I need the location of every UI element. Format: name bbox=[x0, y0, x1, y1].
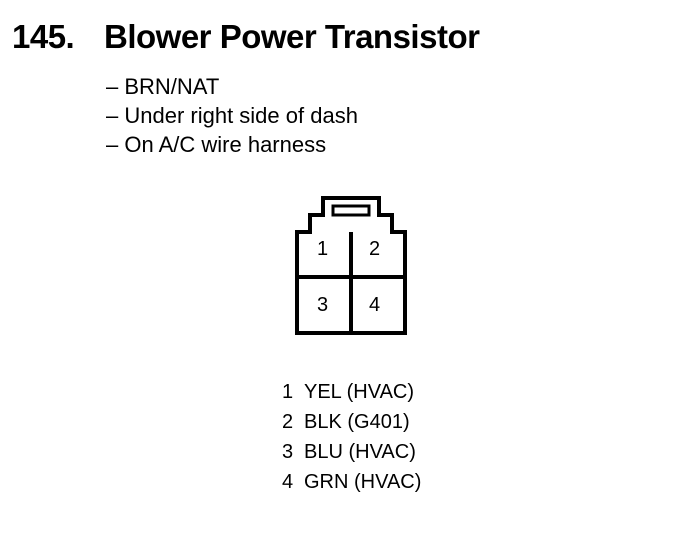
pinout-pin-number: 3 bbox=[282, 441, 294, 463]
pinout-row: 1 YEL (HVAC) bbox=[282, 377, 421, 407]
pinout-list: 1 YEL (HVAC) 2 BLK (G401) 3 BLU (HVAC) 4 GRN… bbox=[282, 377, 421, 497]
title-text: Blower Power Transistor bbox=[104, 18, 480, 55]
title-number: 145. bbox=[12, 18, 75, 55]
pin-label-1: 1 bbox=[317, 238, 328, 260]
pinout-pin-number: 2 bbox=[282, 411, 294, 433]
pinout-pin-number: 4 bbox=[282, 471, 294, 493]
pin-label-2: 2 bbox=[369, 238, 380, 260]
detail-location: – Under right side of dash bbox=[106, 103, 358, 128]
connector-housing bbox=[295, 196, 407, 335]
pin-label-3: 3 bbox=[317, 294, 328, 316]
connector-latch bbox=[331, 204, 371, 217]
pinout-wire: YEL (HVAC) bbox=[304, 381, 415, 403]
pinout-pin-number: 1 bbox=[282, 381, 294, 403]
pinout-row: 4 GRN (HVAC) bbox=[282, 467, 421, 497]
pinout-row: 2 BLK (G401) bbox=[282, 407, 421, 437]
pinout-wire: GRN (HVAC) bbox=[304, 471, 422, 493]
detail-color: – BRN/NAT bbox=[106, 74, 220, 99]
pinout-row: 3 BLU (HVAC) bbox=[282, 437, 421, 467]
page-title: 145. Blower Power Transistor bbox=[12, 18, 480, 56]
pinout-wire: BLU (HVAC) bbox=[304, 441, 416, 463]
connector-details: – BRN/NAT – Under right side of dash – O… bbox=[106, 72, 358, 159]
detail-harness: – On A/C wire harness bbox=[106, 132, 327, 157]
pinout-wire: BLK (G401) bbox=[304, 411, 410, 433]
pin-label-4: 4 bbox=[369, 294, 380, 316]
